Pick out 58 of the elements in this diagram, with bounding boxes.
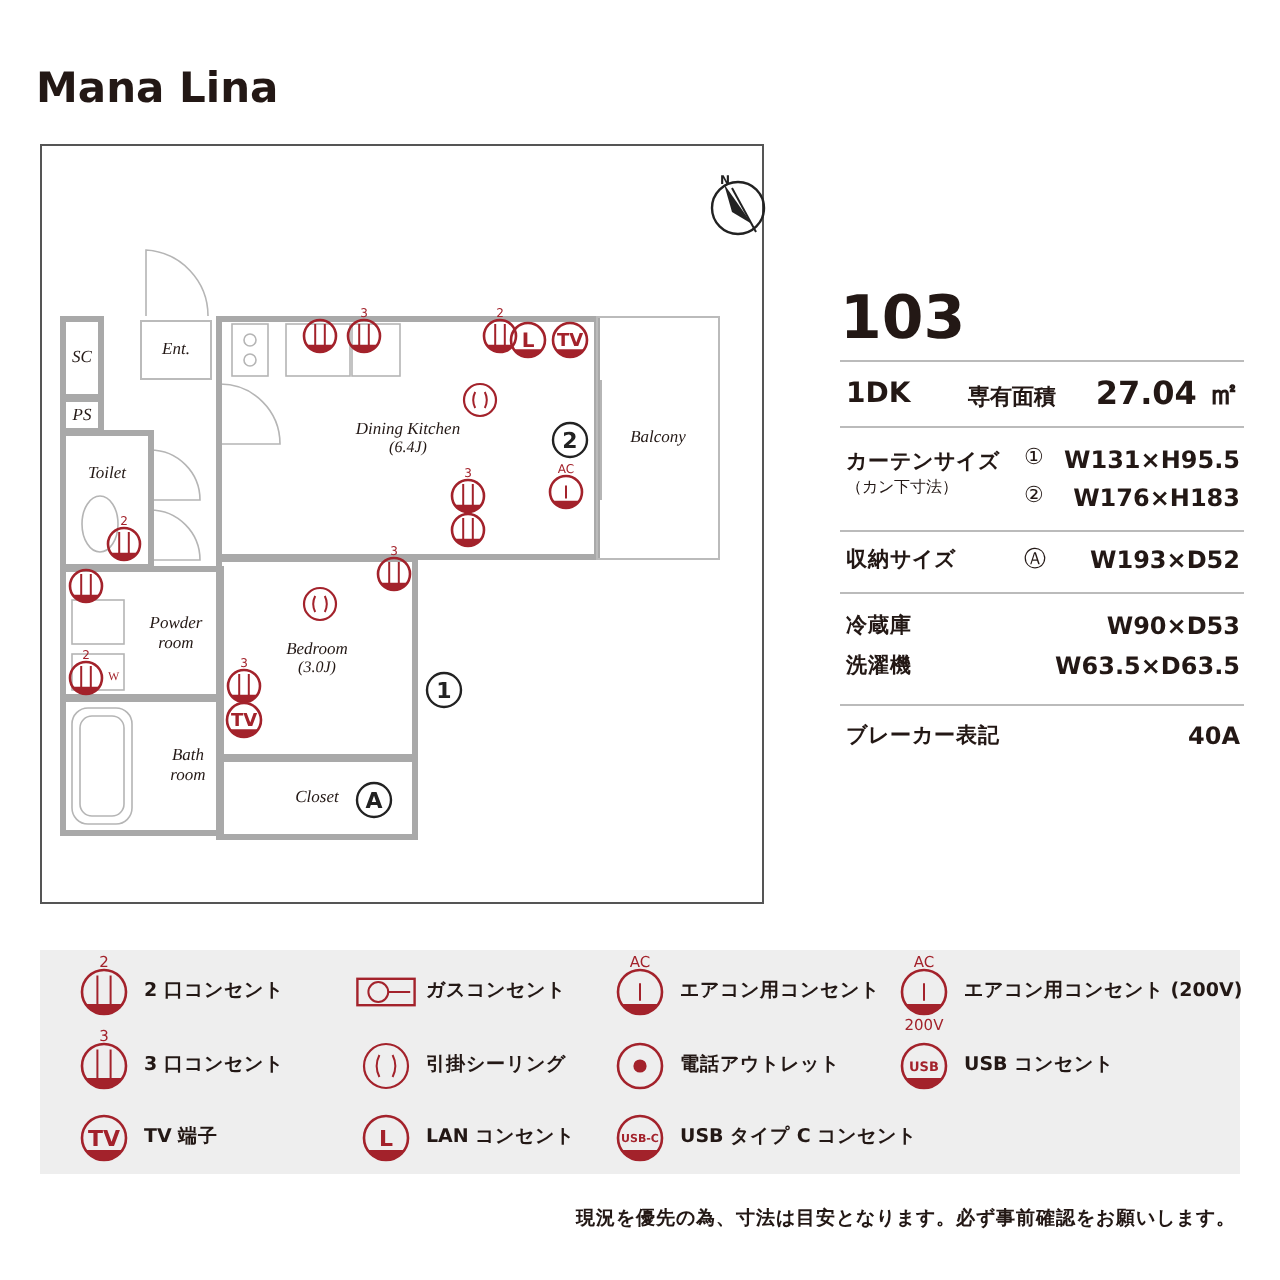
spec-label: 専有面積 — [968, 382, 1056, 412]
room-label: Toilet — [87, 464, 127, 484]
spec-marker: ② — [1024, 482, 1044, 508]
spec-value: W193×D52 — [1090, 546, 1240, 574]
footnote: 現況を優先の為、寸法は目安となります。必ず事前確認をお願いします。 — [576, 1206, 1236, 1232]
room-label: (6.4J) — [389, 438, 427, 457]
legend-label: LAN コンセント — [426, 1124, 576, 1150]
tv-outlet-symbol: TV — [550, 320, 590, 360]
room-label: Dining Kitchen — [355, 419, 461, 439]
title: Mana Lina — [36, 64, 279, 112]
spec-label: ブレーカー表記 — [846, 722, 1000, 750]
spec-label: 冷蔵庫 — [846, 612, 912, 640]
spec-note: （カン下寸法） — [846, 476, 958, 498]
legend-label: ガスコンセント — [426, 978, 566, 1004]
room — [216, 556, 418, 760]
room-label: Bath room — [168, 746, 208, 786]
room — [60, 696, 224, 836]
spec-value: W176×H183 — [1073, 484, 1240, 512]
spec-label: 1DK — [846, 378, 911, 410]
spec-label: カーテンサイズ — [846, 448, 1000, 476]
room-label: Bedroom — [286, 639, 348, 659]
tv-outlet-symbol: TV — [224, 700, 264, 740]
room-label: SC — [72, 348, 92, 368]
spec-label: 収納サイズ — [846, 546, 956, 574]
legend-label: エアコン用コンセント — [680, 978, 880, 1004]
room-label: Balcony — [630, 428, 686, 448]
callout-number: 2 — [550, 420, 590, 460]
spec-marker: Ⓐ — [1024, 544, 1046, 574]
callout-number: A — [354, 780, 394, 820]
legend-label: USB タイプ C コンセント — [680, 1124, 918, 1150]
spec-value: W90×D53 — [1106, 612, 1240, 640]
spec-marker: ① — [1024, 444, 1044, 470]
legend-label: 引掛シーリング — [426, 1052, 566, 1078]
spec-value: W131×H95.5 — [1064, 446, 1240, 474]
room-label: Powder room — [147, 613, 205, 653]
room-label: Ent. — [162, 340, 190, 360]
spec-value: 40A — [1188, 722, 1240, 750]
room — [216, 756, 418, 840]
spec-value: 27.04 ㎡ — [1095, 374, 1240, 416]
room — [140, 320, 212, 380]
legend-label: 2 口コンセント — [144, 978, 284, 1004]
legend-label: 3 口コンセント — [144, 1052, 284, 1078]
unit-number: 103 — [840, 284, 966, 354]
spec-label: 洗濯機 — [846, 652, 912, 680]
spec-value: W63.5×D63.5 — [1055, 652, 1240, 680]
room-label: PS — [72, 405, 92, 425]
room — [60, 430, 154, 570]
callout-number: 1 — [424, 670, 464, 710]
room — [596, 316, 720, 560]
legend-label: TV 端子 — [144, 1124, 219, 1150]
legend-label: エアコン用コンセント (200V) — [964, 978, 1243, 1004]
room-label: (3.0J) — [298, 658, 336, 677]
room — [60, 316, 104, 400]
legend-label: USB コンセント — [964, 1052, 1115, 1078]
room-label: Closet — [295, 788, 339, 808]
legend-label: 電話アウトレット — [680, 1052, 840, 1078]
room — [60, 396, 104, 434]
lan-outlet-symbol: L — [508, 320, 548, 360]
